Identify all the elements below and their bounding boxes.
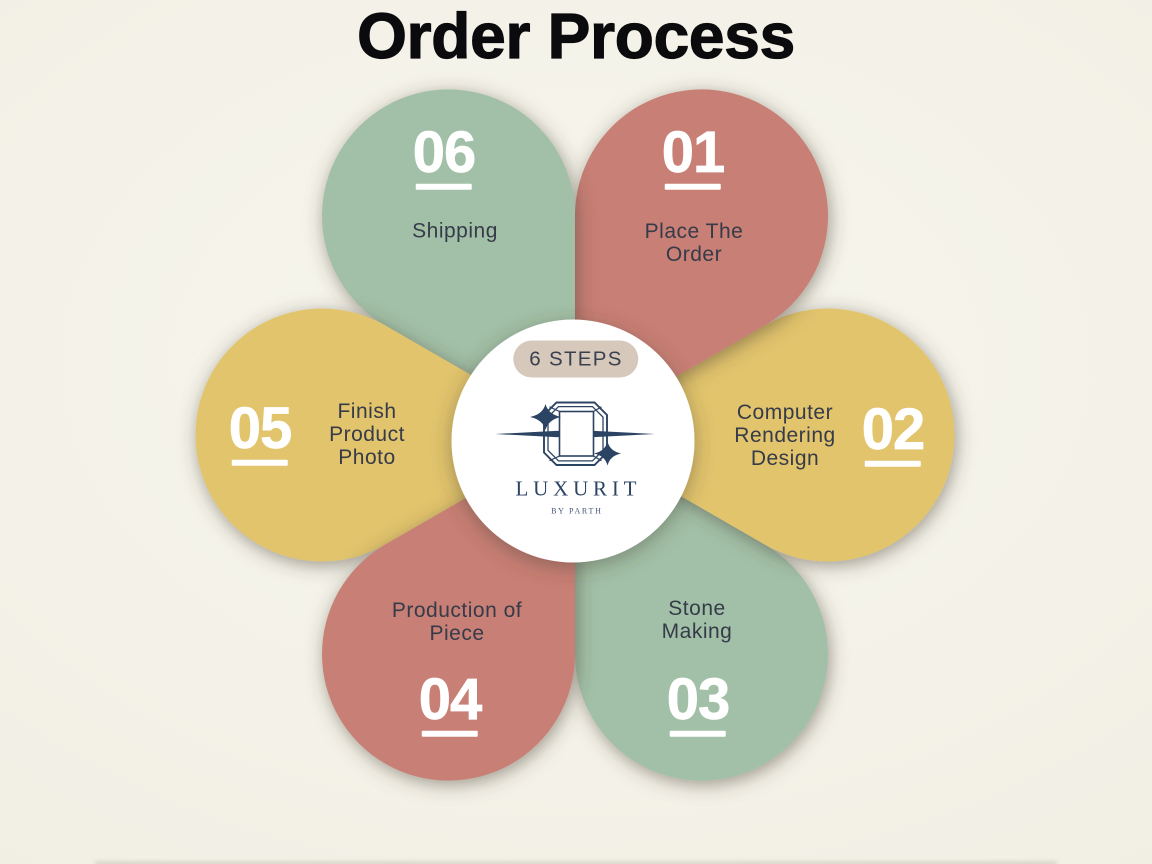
petals-group xyxy=(195,89,955,781)
step-number-underline xyxy=(864,460,921,467)
step-number-underline xyxy=(231,459,288,466)
step-number-01: 01 xyxy=(661,119,726,190)
sparkle-icon xyxy=(594,441,621,466)
step-number-underline xyxy=(415,183,472,190)
brand-name: LUXURIT xyxy=(515,476,642,501)
steps-count-badge: 6 STEPS xyxy=(513,340,639,378)
brand-logo-icon xyxy=(495,401,655,466)
logo-table-facet xyxy=(558,410,595,457)
step-number-underline xyxy=(421,730,478,737)
brand-subtitle: BY PARTH xyxy=(551,506,603,516)
petal-step-05 xyxy=(195,308,576,562)
step-number-text: 06 xyxy=(412,119,476,185)
page-title: Order Process xyxy=(356,0,795,73)
center-hub xyxy=(451,319,695,563)
petal-step-02 xyxy=(575,308,955,562)
step-label-06: Shipping xyxy=(412,219,498,243)
logo-facet-lines xyxy=(549,406,602,462)
step-number-05: 05 xyxy=(228,395,293,466)
step-number-06: 06 xyxy=(412,119,477,190)
logo-outer-octagon xyxy=(543,401,608,466)
step-number-text: 03 xyxy=(666,666,730,732)
step-number-text: 02 xyxy=(861,396,925,462)
bottom-edge-shadow xyxy=(95,862,1057,864)
step-number-04: 04 xyxy=(418,666,483,737)
step-label-04: Production of Piece xyxy=(391,599,523,645)
step-number-03: 03 xyxy=(666,666,731,737)
step-label-05: Finish Product Photo xyxy=(329,399,405,469)
step-label-02: Computer Rendering Design xyxy=(734,400,836,470)
sparkle-icon xyxy=(530,404,561,430)
step-number-text: 01 xyxy=(661,119,725,185)
step-label-03: Stone Making xyxy=(661,597,733,643)
step-number-text: 04 xyxy=(418,666,482,732)
step-number-underline xyxy=(664,183,721,190)
step-number-underline xyxy=(669,730,726,737)
step-label-01: Place The Order xyxy=(644,220,744,266)
step-number-text: 05 xyxy=(228,395,292,461)
step-number-02: 02 xyxy=(861,396,926,467)
